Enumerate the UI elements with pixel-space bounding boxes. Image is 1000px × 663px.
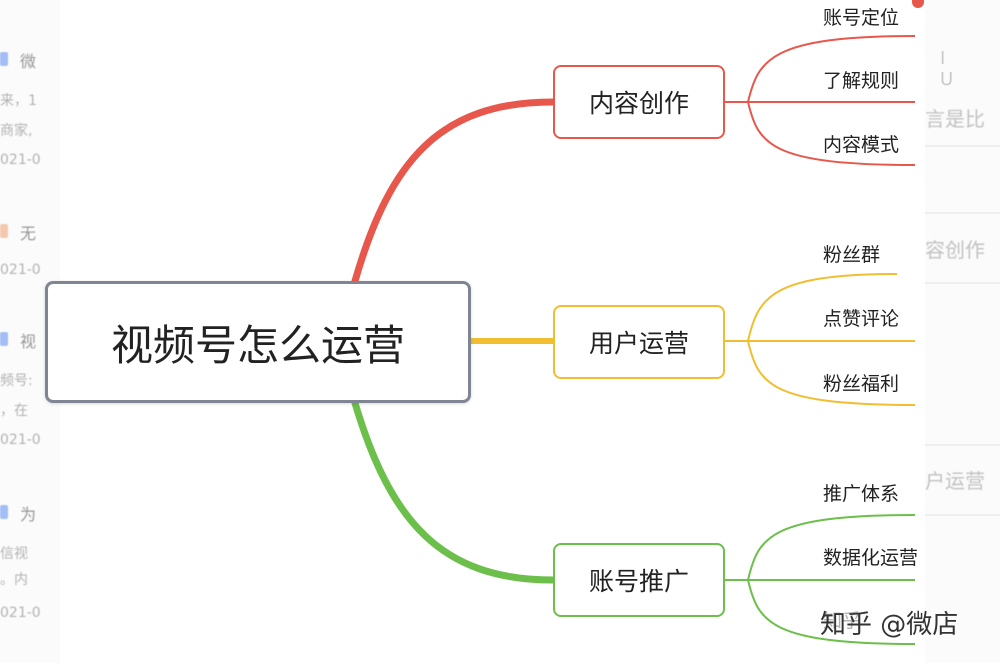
background-divider bbox=[925, 282, 1000, 284]
background-item-date: 021-0 bbox=[0, 432, 41, 448]
connector-users-leaf-3 bbox=[725, 340, 916, 406]
background-item-title: 为 bbox=[20, 505, 37, 524]
zhihu-watermark: 知乎 @微店 bbox=[820, 610, 959, 640]
background-item-snippet: 信视 bbox=[0, 546, 28, 562]
leaf-node[interactable]: 知乎 bbox=[823, 610, 862, 632]
branch-node-content-creation[interactable]: 内容创作 bbox=[553, 65, 725, 139]
background-item-snippet: 。内 bbox=[0, 572, 28, 588]
background-divider bbox=[925, 212, 1000, 214]
background-divider bbox=[925, 444, 1000, 446]
background-text: 容创作 bbox=[925, 238, 985, 262]
leaf-node[interactable]: 账号定位 bbox=[823, 7, 900, 29]
node-edge-fragment bbox=[912, 0, 924, 8]
background-toolbar: I U bbox=[940, 48, 978, 90]
connector-root-to-content bbox=[351, 98, 557, 285]
background-item-date: 021-0 bbox=[0, 262, 41, 278]
leaf-node[interactable]: 内容模式 bbox=[823, 134, 900, 156]
background-item-marker bbox=[0, 332, 8, 346]
leaf-node[interactable]: 推广体系 bbox=[823, 483, 900, 505]
connector-content-leaf-1 bbox=[725, 35, 916, 103]
background-item-marker bbox=[0, 224, 8, 238]
background-text: 户运营 bbox=[925, 469, 985, 493]
background-item-date: 021-0 bbox=[0, 605, 41, 621]
background-item-snippet: ，在 bbox=[0, 403, 28, 419]
background-item-snippet: 频号: bbox=[0, 373, 33, 389]
background-editor-panel: I U 言是比 容创作 户运营 bbox=[925, 0, 1000, 663]
background-item-title: 微 bbox=[20, 52, 37, 71]
leaf-node[interactable]: 粉丝群 bbox=[823, 244, 881, 266]
branch-node-account-promotion[interactable]: 账号推广 bbox=[553, 543, 725, 617]
leaf-node[interactable]: 数据化运营 bbox=[823, 547, 919, 569]
root-node[interactable]: 视频号怎么运营 bbox=[45, 281, 471, 403]
leaf-node[interactable]: 点赞评论 bbox=[823, 308, 900, 330]
branch-node-user-operation[interactable]: 用户运营 bbox=[553, 305, 725, 379]
connector-promotion-leaf-1 bbox=[725, 514, 916, 581]
background-item-marker bbox=[0, 52, 8, 66]
background-item-marker bbox=[0, 505, 8, 519]
background-divider bbox=[925, 514, 1000, 516]
background-item-title: 视 bbox=[20, 332, 37, 351]
connector-users-leaf-1 bbox=[725, 273, 898, 342]
connector-promotion-leaf-3 bbox=[725, 579, 916, 645]
background-text: 言是比 bbox=[925, 107, 985, 131]
background-item-snippet: 商家, bbox=[0, 123, 33, 139]
background-divider bbox=[925, 145, 1000, 147]
leaf-node[interactable]: 粉丝福利 bbox=[823, 373, 900, 395]
background-item-date: 021-0 bbox=[0, 152, 41, 168]
background-item-snippet: 来，1 bbox=[0, 93, 37, 109]
connector-root-to-promotion bbox=[351, 399, 557, 584]
leaf-node[interactable]: 了解规则 bbox=[823, 70, 900, 92]
background-item-title: 无 bbox=[20, 224, 37, 243]
connector-content-leaf-3 bbox=[725, 101, 916, 166]
